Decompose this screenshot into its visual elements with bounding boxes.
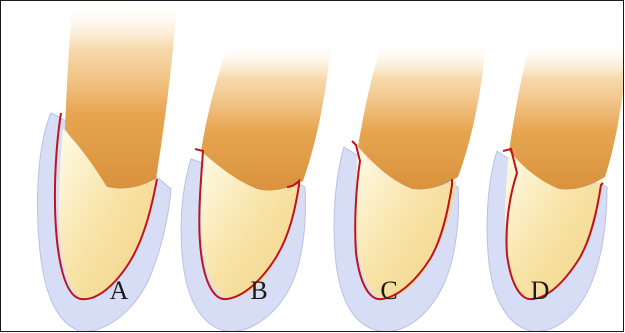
panel-label-b: B (239, 278, 279, 304)
tooth-panel-d: D (475, 1, 624, 332)
tooth-a-illustration (21, 1, 171, 332)
panel-label-c: C (369, 278, 409, 304)
tooth-panel-c: C (326, 1, 476, 332)
panel-label-d: D (520, 278, 560, 304)
root-body (509, 41, 624, 190)
panel-label-a: A (99, 278, 139, 304)
tooth-panel-b: B (171, 1, 321, 332)
tooth-panel-a: A (21, 1, 171, 332)
